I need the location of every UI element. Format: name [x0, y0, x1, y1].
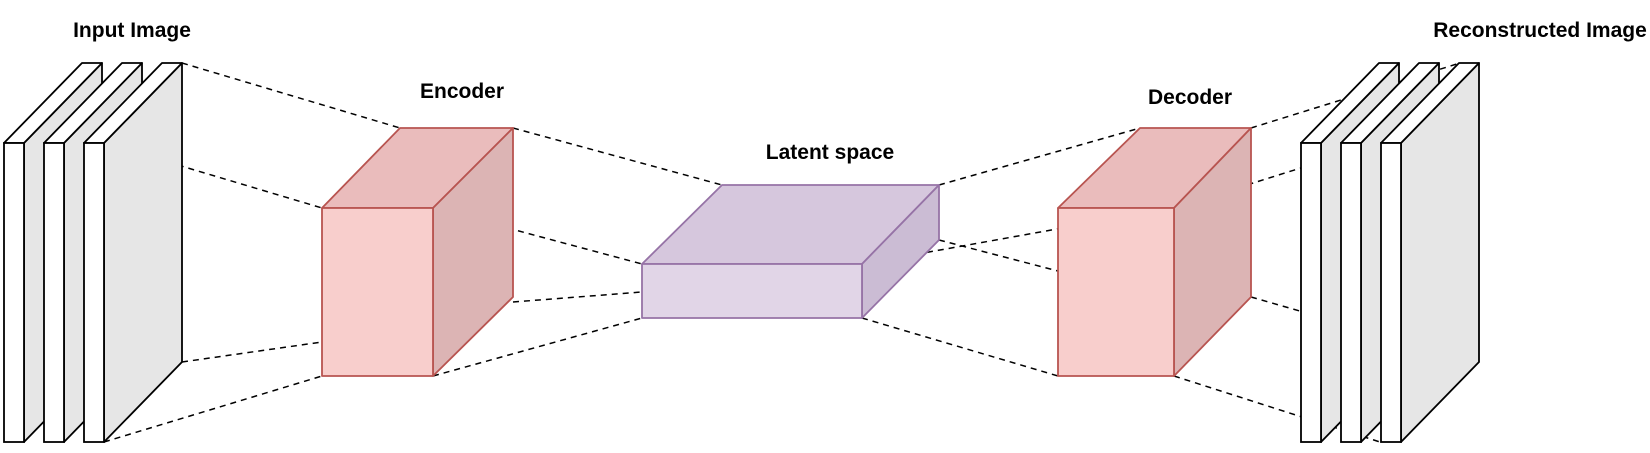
reconstructed-image-slab: [1380, 62, 1480, 443]
connector-line: [861, 317, 1059, 377]
connector-line: [1250, 62, 1461, 129]
slab-front: [1380, 142, 1402, 443]
latent-space-label: Latent space: [765, 141, 895, 164]
connector-line: [512, 291, 643, 303]
reconstructed-image-stack: [1300, 62, 1480, 443]
reconstructed-image-label: Reconstructed Image: [1433, 19, 1647, 42]
encoder-block: [321, 127, 514, 377]
decoder-block-front: [1057, 207, 1175, 377]
connector-line: [181, 62, 401, 129]
latent-block-front: [641, 263, 863, 319]
connector-line: [432, 317, 643, 377]
slab-front: [43, 142, 65, 443]
connector-line: [103, 375, 323, 443]
connector-line: [512, 127, 723, 186]
connector-line: [938, 239, 1059, 272]
latent-block: [641, 184, 940, 319]
slab-front: [3, 142, 25, 443]
decoder-block: [1057, 127, 1252, 377]
encoder-block-front: [321, 207, 434, 377]
input-image-stack: [3, 62, 183, 443]
slab-front: [1340, 142, 1362, 443]
slab-front: [83, 142, 105, 443]
slab-front: [1300, 142, 1322, 443]
input-image-label: Input Image: [73, 19, 191, 42]
connector-line: [181, 341, 323, 363]
decoder-label: Decoder: [1147, 86, 1233, 109]
encoder-label: Encoder: [419, 80, 505, 103]
input-image-slab: [83, 62, 183, 443]
connector-line: [938, 127, 1141, 186]
